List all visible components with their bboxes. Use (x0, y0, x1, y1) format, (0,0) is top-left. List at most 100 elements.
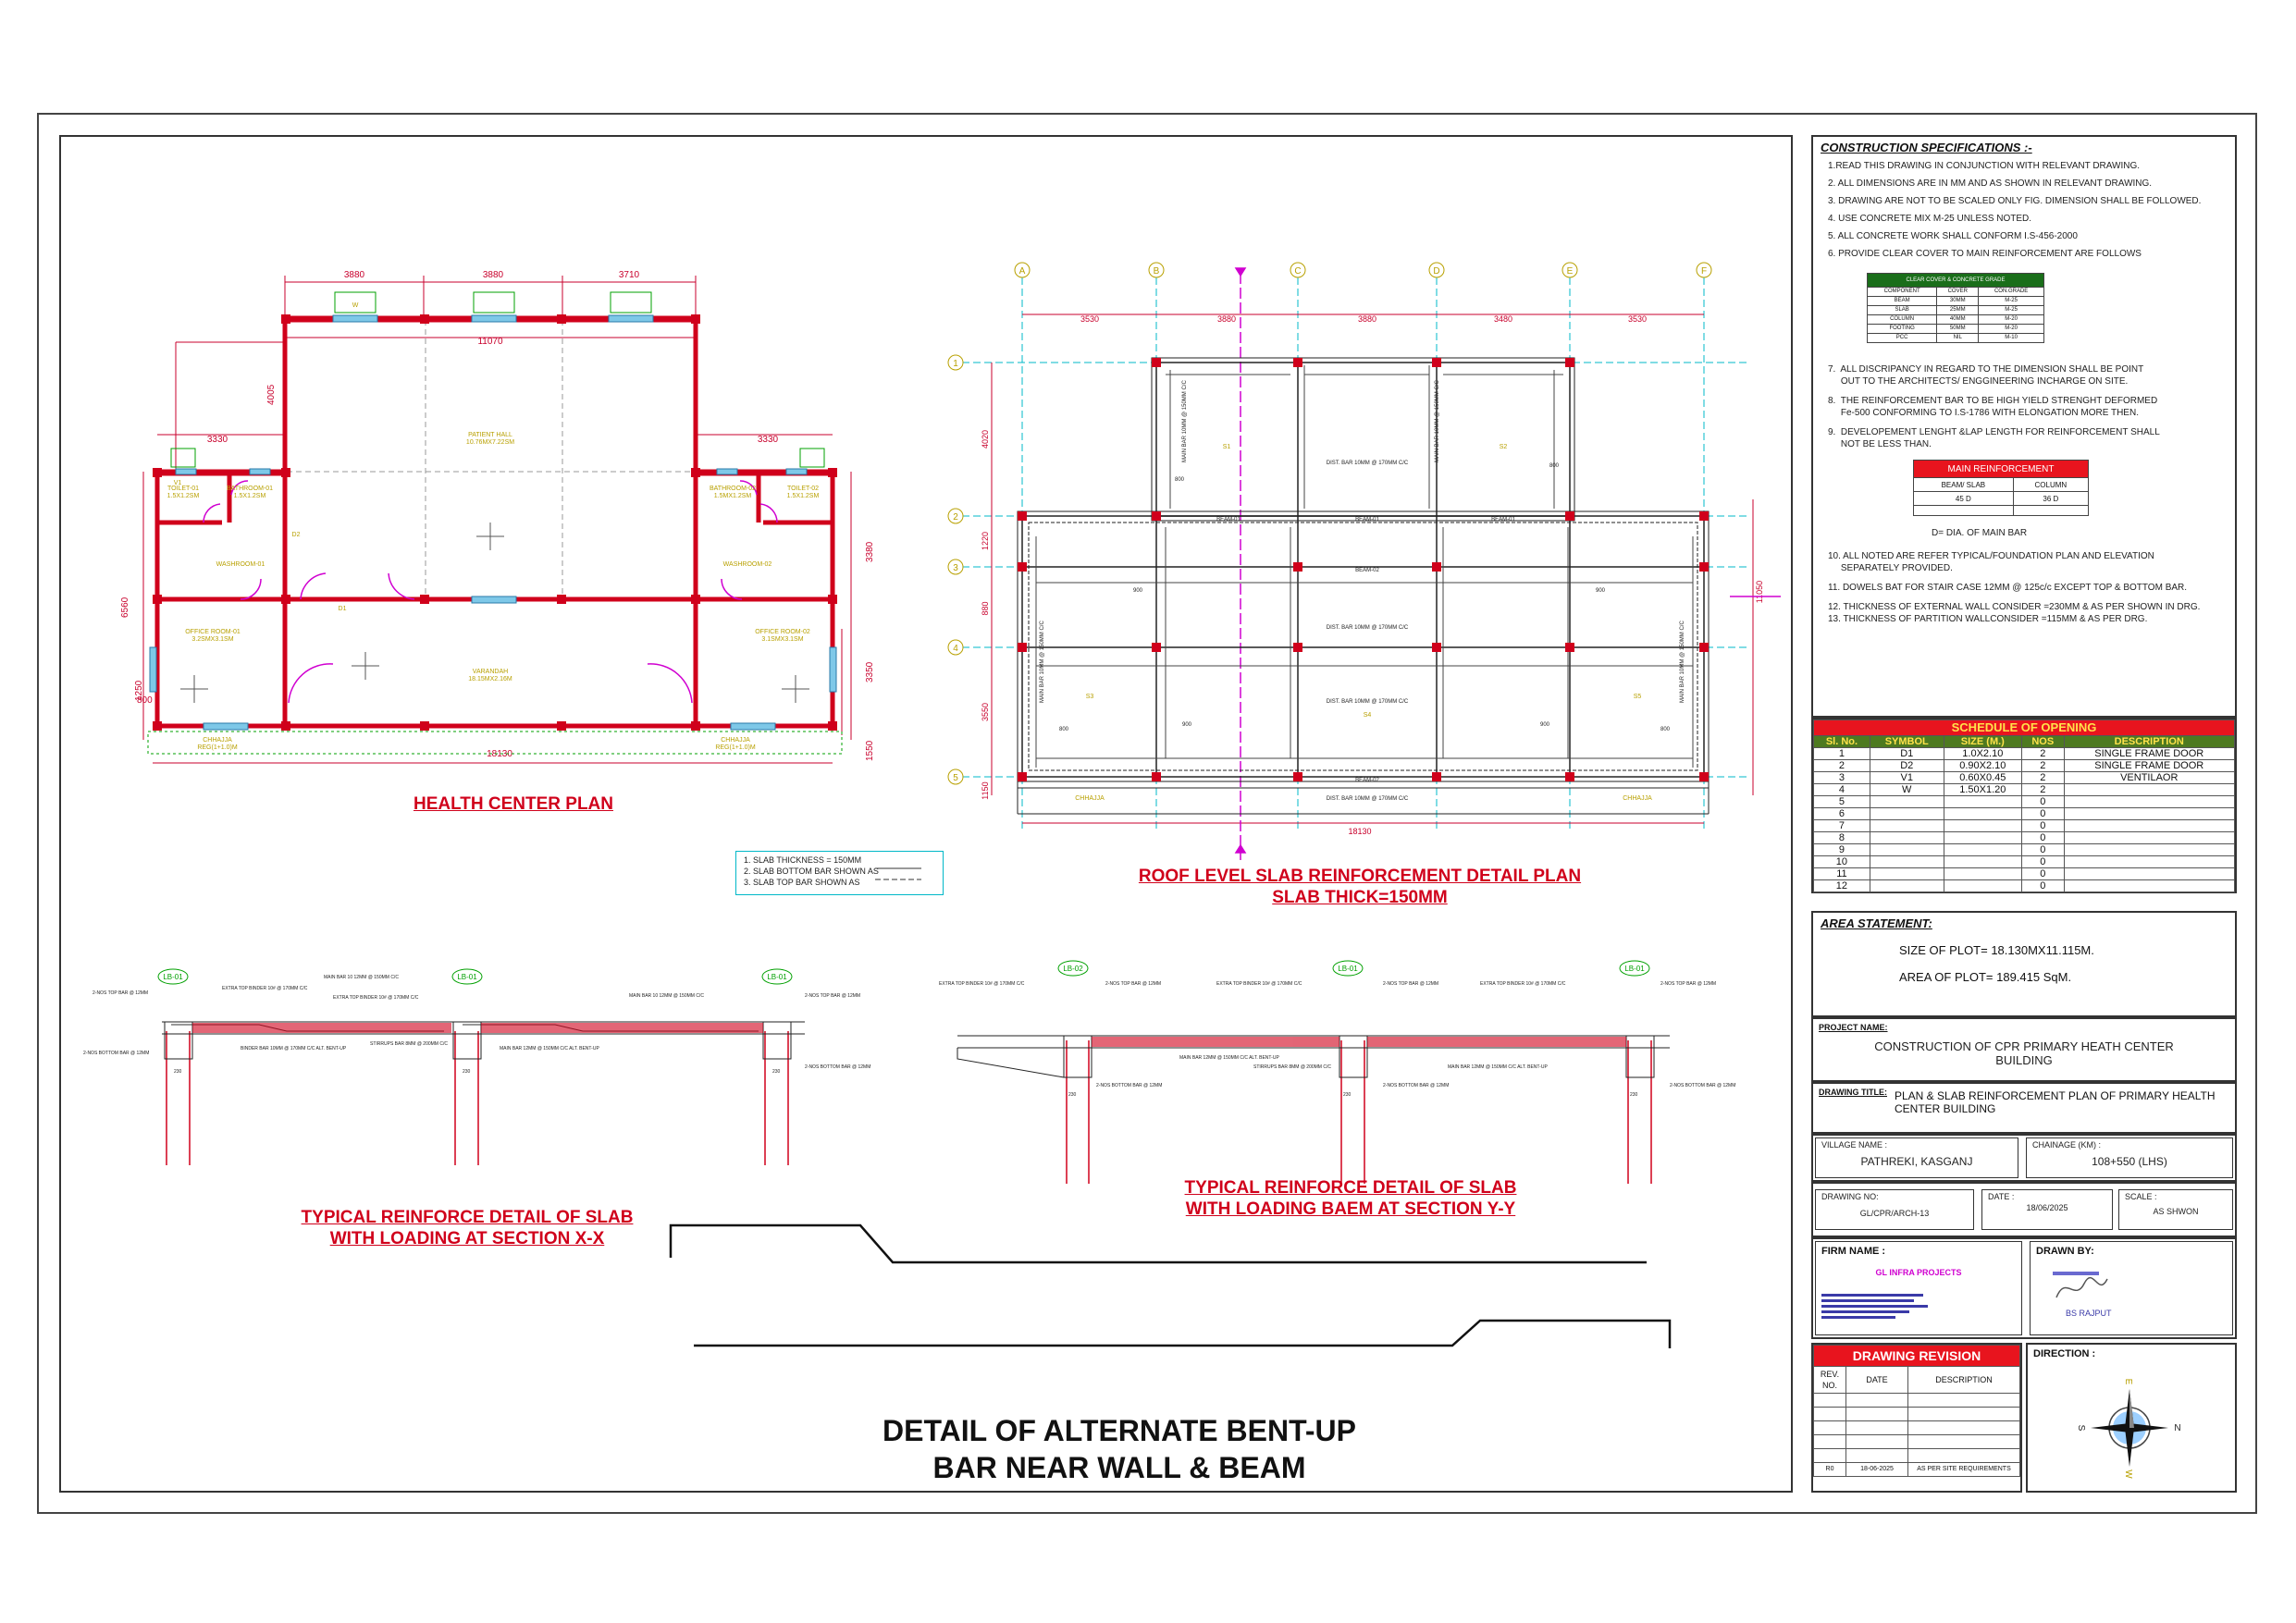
schedule-cell: 4 (1813, 783, 1870, 796)
cc-cell: 25MM (1936, 305, 1980, 315)
schedule-cell (2063, 831, 2236, 844)
section-xx-title: TYPICAL REINFORCE DETAIL OF SLAB WITH LO… (278, 1207, 657, 1249)
section-yy-title: TYPICAL REINFORCE DETAIL OF SLAB WITH LO… (1156, 1177, 1545, 1220)
revision-empty (1907, 1448, 2020, 1463)
cc-cell: SLAB (1866, 305, 1938, 315)
schedule-cell: 1 (1813, 747, 1870, 760)
d-note: D= DIA. OF MAIN BAR (1932, 528, 2028, 538)
schedule-cell (2063, 855, 2236, 868)
door-label-d2: D2 (292, 532, 301, 538)
yy-note-6: 2-NOS TOP BAR @ 12MM (1660, 981, 1716, 987)
schedule-cell: 8 (1813, 831, 1870, 844)
dim-left-side: 6560 (120, 596, 130, 618)
door-label-d1: D1 (339, 606, 347, 612)
direction-n: E (2123, 1379, 2133, 1385)
clear-cover-title: CLEAR COVER & CONCRETE GRADE (1867, 273, 2044, 288)
room-chhajja-left: CHHAJJA (203, 737, 232, 744)
yy-note-2: 2-NOS TOP BAR @ 12MM (1105, 981, 1161, 987)
grid-dim-left-1: 4020 (981, 430, 990, 449)
grid-dim-3: 3880 (1358, 314, 1376, 324)
roof-main-bar-3: MAIN BAR 10MM @ 150MM C/C (1040, 621, 1045, 703)
health-center-plan: 3880 3880 3710 11070 3330 3330 18130 656… (120, 270, 875, 764)
yy-note-7: MAIN BAR 12MM @ 150MM C/C ALT. BENT-UP (1179, 1055, 1279, 1061)
xx-tag-3: LB-01 (767, 973, 787, 981)
schedule-cell (1943, 819, 2023, 832)
drawing-title-panel: DRAWING TITLE: PLAN & SLAB REINFORCEMENT… (1811, 1082, 2237, 1134)
drawing-no-label: DRAWING NO: (1821, 1192, 1879, 1201)
project-name-label: PROJECT NAME: (1819, 1023, 1888, 1032)
roof-bar-dim-5: 800 (1175, 477, 1185, 483)
dim-small: 800 (137, 695, 153, 706)
slab-legend-3: 3. SLAB TOP BAR SHOWN AS (744, 878, 860, 887)
room-toilet-02: TOILET-02 (787, 486, 819, 492)
area-statement-area: AREA OF PLOT= 189.415 SqM. (1899, 970, 2072, 984)
drawn-by-box: DRAWN BY: BS RAJPUT (2030, 1241, 2233, 1335)
main-reinforcement-header-1: BEAM/ SLAB (1913, 477, 2014, 492)
grid-row-2: 2 (953, 512, 958, 523)
scale-value: AS SHWON (2153, 1207, 2199, 1216)
yy-note-12: 2-NOS BOTTOM BAR @ 12MM (1670, 1083, 1735, 1088)
schedule-cell (1869, 867, 1944, 880)
revision-empty (1907, 1420, 2020, 1435)
yy-note-1: EXTRA TOP BINDER 10# @ 170MM C/C (939, 981, 1025, 987)
roof-beam-4: BEAM-02 (1355, 778, 1379, 783)
schedule-cell (1869, 855, 1944, 868)
chainage-value: 108+550 (LHS) (2092, 1155, 2167, 1168)
room-office-02: OFFICE ROOM-02 (755, 629, 810, 635)
drawn-by-label: DRAWN BY: (2036, 1246, 2094, 1257)
firm-box: FIRM NAME : GL INFRA PROJECTS (1815, 1241, 2022, 1335)
schedule-cell: D1 (1869, 747, 1944, 760)
xx-note-8: MAIN BAR 12MM @ 150MM C/C ALT. BENT-UP (500, 1046, 599, 1051)
schedule-cell: 9 (1813, 843, 1870, 856)
schedule-cell (2063, 843, 2236, 856)
room-chhajja-left-size: REG(1+1.0)M (197, 744, 238, 751)
schedule-cell (2063, 819, 2236, 832)
grid-col-e: E (1567, 266, 1574, 277)
schedule-cell: 6 (1813, 807, 1870, 820)
spec-11: 11. DOWELS BAT FOR STAIR CASE 12MM @ 125… (1828, 583, 2188, 593)
spec-7a: 7. ALL DISCRIPANCY IN REGARD TO THE DIME… (1828, 364, 2144, 375)
schedule-cell: 11 (1813, 867, 1870, 880)
slab-legend-1: 1. SLAB THICKNESS = 150MM (744, 855, 862, 865)
schedule-cell: 2 (2021, 759, 2065, 772)
clear-cover-table: CLEAR COVER & CONCRETE GRADE COMPONENT C… (1866, 273, 2044, 343)
grid-dim-4: 3480 (1494, 314, 1512, 324)
cc-cell: M-25 (1978, 305, 2044, 315)
room-varandah-size: 18.15MX2.16M (468, 676, 512, 682)
direction-s: S (2076, 1425, 2086, 1432)
schedule-cell: 0 (2021, 843, 2065, 856)
roof-slab-3: S3 (1086, 694, 1094, 700)
grid-col-c: C (1294, 266, 1301, 277)
roof-dist-bar-3: DIST. BAR 10MM @ 170MM C/C (1327, 699, 1409, 705)
room-chhajja-right: CHHAJJA (721, 737, 750, 744)
spec-6: 6. PROVIDE CLEAR COVER TO MAIN REINFORCE… (1828, 249, 2142, 259)
scale-label: SCALE : (2125, 1192, 2157, 1201)
revision-empty (1813, 1407, 1846, 1421)
spec-4: 4. USE CONCRETE MIX M-25 UNLESS NOTED. (1828, 214, 2032, 224)
direction-e: N (2174, 1423, 2180, 1433)
schedule-cell: 10 (1813, 855, 1870, 868)
schedule-cell: 1.0X2.10 (1943, 747, 2023, 760)
spec-2: 2. ALL DIMENSIONS ARE IN MM AND AS SHOWN… (1828, 178, 2153, 189)
xx-dim-3: 230 (772, 1069, 781, 1075)
slab-legend-2: 2. SLAB BOTTOM BAR SHOWN AS (744, 867, 879, 876)
revision-header-rev: REV. NO. (1813, 1366, 1846, 1394)
revision-header-description: DESCRIPTION (1907, 1366, 2020, 1394)
xx-note-6: 2-NOS BOTTOM BAR @ 12MM (83, 1051, 149, 1056)
revision-empty (1845, 1434, 1908, 1449)
main-reinforcement-empty (1913, 505, 2014, 516)
schedule-cell: 5 (1813, 795, 1870, 808)
drawing-title-line1: PLAN & SLAB REINFORCEMENT PLAN OF PRIMAR… (1895, 1089, 2216, 1102)
roof-beam-5: BEAM-02 (1355, 568, 1379, 573)
drawn-by-value: BS RAJPUT (2066, 1309, 2112, 1318)
schedule-cell: 2 (2021, 771, 2065, 784)
schedule-header-symbol: SYMBOL (1869, 735, 1944, 748)
area-statement-panel: AREA STATEMENT: SIZE OF PLOT= 18.130MX11… (1811, 911, 2237, 1017)
dim-left-annex: 3330 (207, 435, 228, 445)
schedule-cell: D2 (1869, 759, 1944, 772)
revision-empty (1813, 1420, 1846, 1435)
dim-small-left: 1250 (134, 680, 144, 701)
